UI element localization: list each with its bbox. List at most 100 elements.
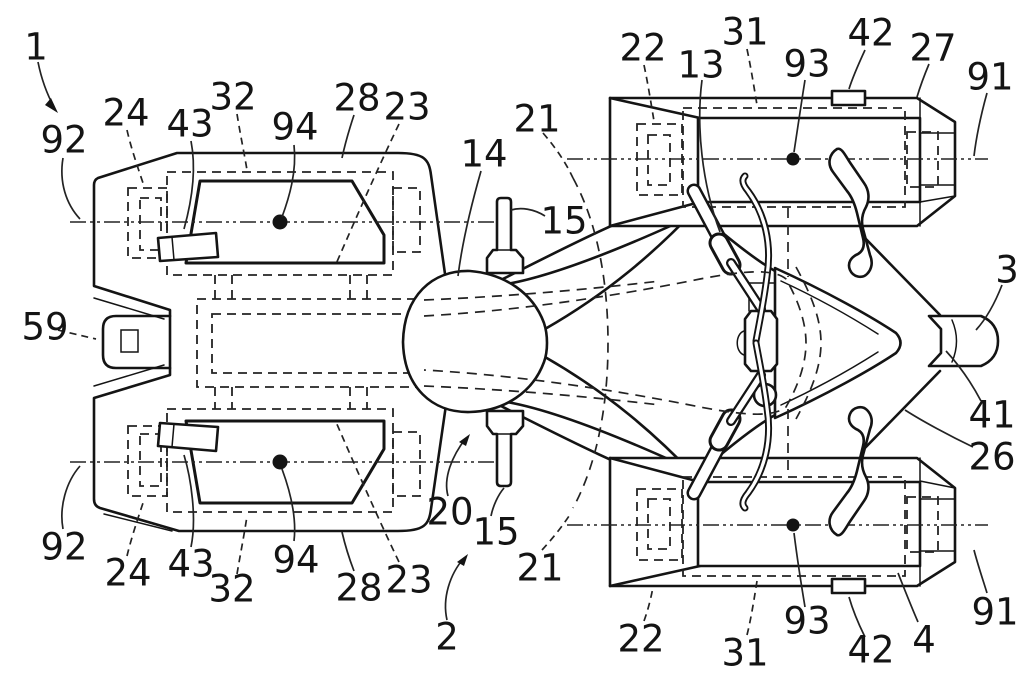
rear-hub-bottom-94 <box>272 454 288 470</box>
ref-label-2-31: 2 <box>435 616 459 659</box>
ref-label-94-26: 94 <box>272 539 319 582</box>
rear-hub-top-94 <box>272 214 288 230</box>
tank-outline-dashed <box>423 271 807 415</box>
front-cowl-26 <box>773 266 902 420</box>
ref-label-27-16: 27 <box>909 27 956 70</box>
ref-label-91-38: 91 <box>971 591 1018 634</box>
steering-assembly <box>686 147 873 537</box>
stem-boss <box>736 330 745 356</box>
ref-label-14-8: 14 <box>460 133 507 176</box>
ref-label-92-22: 92 <box>40 526 87 569</box>
steering-stem <box>743 309 779 373</box>
fender-bottom-perspective <box>608 456 702 588</box>
arrowhead-2 <box>457 554 468 566</box>
ref-label-32-25: 32 <box>208 568 255 611</box>
ref-label-15-30: 15 <box>472 511 519 554</box>
ref-label-32-4: 32 <box>209 76 256 119</box>
ref-label-23-7: 23 <box>383 86 430 129</box>
latch-43-bottom-detail <box>171 423 175 448</box>
ref-label-42-36: 42 <box>847 629 894 672</box>
ref-label-41-19: 41 <box>968 394 1015 437</box>
ref-label-31-13: 31 <box>721 11 768 54</box>
latch-43-bottom <box>156 421 220 453</box>
headlight-3 <box>927 314 1000 368</box>
front-axles <box>567 152 988 532</box>
ref-label-26-20: 26 <box>968 436 1015 479</box>
ref-label-20-29: 20 <box>426 491 473 534</box>
rear-bottom-mount-outer <box>127 425 168 497</box>
rear-axles <box>70 214 505 470</box>
frame-connectors <box>214 275 368 409</box>
ref-label-1-0: 1 <box>24 26 48 69</box>
suspension-arms <box>828 147 873 537</box>
ref-label-13-12: 13 <box>677 44 724 87</box>
front-top-mount-inner <box>647 134 671 186</box>
hidden-outlines <box>423 177 822 509</box>
ref-label-91-17: 91 <box>966 56 1013 99</box>
front-nose <box>773 234 1000 452</box>
ref-label-21-9: 21 <box>513 98 560 141</box>
ref-label-93-35: 93 <box>783 600 830 643</box>
ref-label-92-1: 92 <box>40 119 87 162</box>
rear-top-mount-right <box>392 187 421 253</box>
ref-label-28-27: 28 <box>335 567 382 610</box>
arm-bottom <box>828 405 873 537</box>
nose-edge-bottom <box>861 369 942 452</box>
front-top-mount-right <box>906 131 939 188</box>
front-bottom-mount-inner <box>647 498 671 550</box>
rear-dashed-frame <box>127 171 425 513</box>
footpeg-top-15 <box>485 196 525 275</box>
ref-label-24-23: 24 <box>104 552 151 595</box>
arrowhead-1 <box>45 98 58 113</box>
sensor-bottom-42 <box>830 577 867 595</box>
arm-top <box>828 147 873 279</box>
latch-43-top <box>156 231 220 263</box>
front-hub-bottom-93 <box>786 518 800 532</box>
cowl-inner-lines <box>780 280 879 406</box>
handlebar-13 <box>686 183 766 501</box>
latch-43-top-detail <box>171 236 175 261</box>
front-bottom-mount-right <box>906 496 939 553</box>
leader-lines <box>37 48 1003 638</box>
rear-top-mount-inner <box>139 197 162 251</box>
ref-label-42-15: 42 <box>847 12 894 55</box>
frame-dashed-inner <box>211 313 411 374</box>
rear-wheel-top-envelope <box>166 171 394 276</box>
ref-label-22-11: 22 <box>619 27 666 70</box>
front-wheel-bottom-31 <box>696 480 922 568</box>
ref-label-28-6: 28 <box>333 77 380 120</box>
front-bottom-envelope <box>682 476 906 577</box>
ref-label-43-3: 43 <box>166 103 213 146</box>
rear-wheels <box>156 179 386 505</box>
brake-levers <box>739 172 773 512</box>
grab-handle-59 <box>101 314 172 370</box>
tank-outline-dashed-inner <box>423 280 661 406</box>
ref-label-43-24: 43 <box>167 543 214 586</box>
footpeg-bottom-15 <box>485 409 525 488</box>
ref-label-22-33: 22 <box>617 618 664 661</box>
nose-edge-top <box>861 234 942 317</box>
fender-top-perspective <box>608 96 702 228</box>
lean-arc-21 <box>572 177 609 509</box>
rear-top-mount-outer <box>127 187 168 259</box>
arrowhead-20 <box>459 434 470 446</box>
fender-bottom-end-detail <box>919 457 956 587</box>
ref-label-93-14: 93 <box>783 43 830 86</box>
ref-label-4-37: 4 <box>912 619 936 662</box>
ref-label-94-5: 94 <box>271 106 318 149</box>
rear-body-outline <box>92 151 449 533</box>
rear-bottom-mount-inner <box>139 433 162 487</box>
sensor-top-42 <box>830 89 867 107</box>
ref-label-3-18: 3 <box>995 249 1019 292</box>
rear-body <box>92 151 449 533</box>
ref-label-31-34: 31 <box>721 632 768 675</box>
ref-label-21-32: 21 <box>516 547 563 590</box>
ref-label-15-10: 15 <box>540 200 587 243</box>
grab-handle-detail <box>120 329 139 353</box>
ref-label-59-21: 59 <box>21 306 68 349</box>
front-top-envelope <box>682 107 906 208</box>
front-wheel-top-31 <box>696 116 922 204</box>
ref-label-23-28: 23 <box>385 559 432 602</box>
